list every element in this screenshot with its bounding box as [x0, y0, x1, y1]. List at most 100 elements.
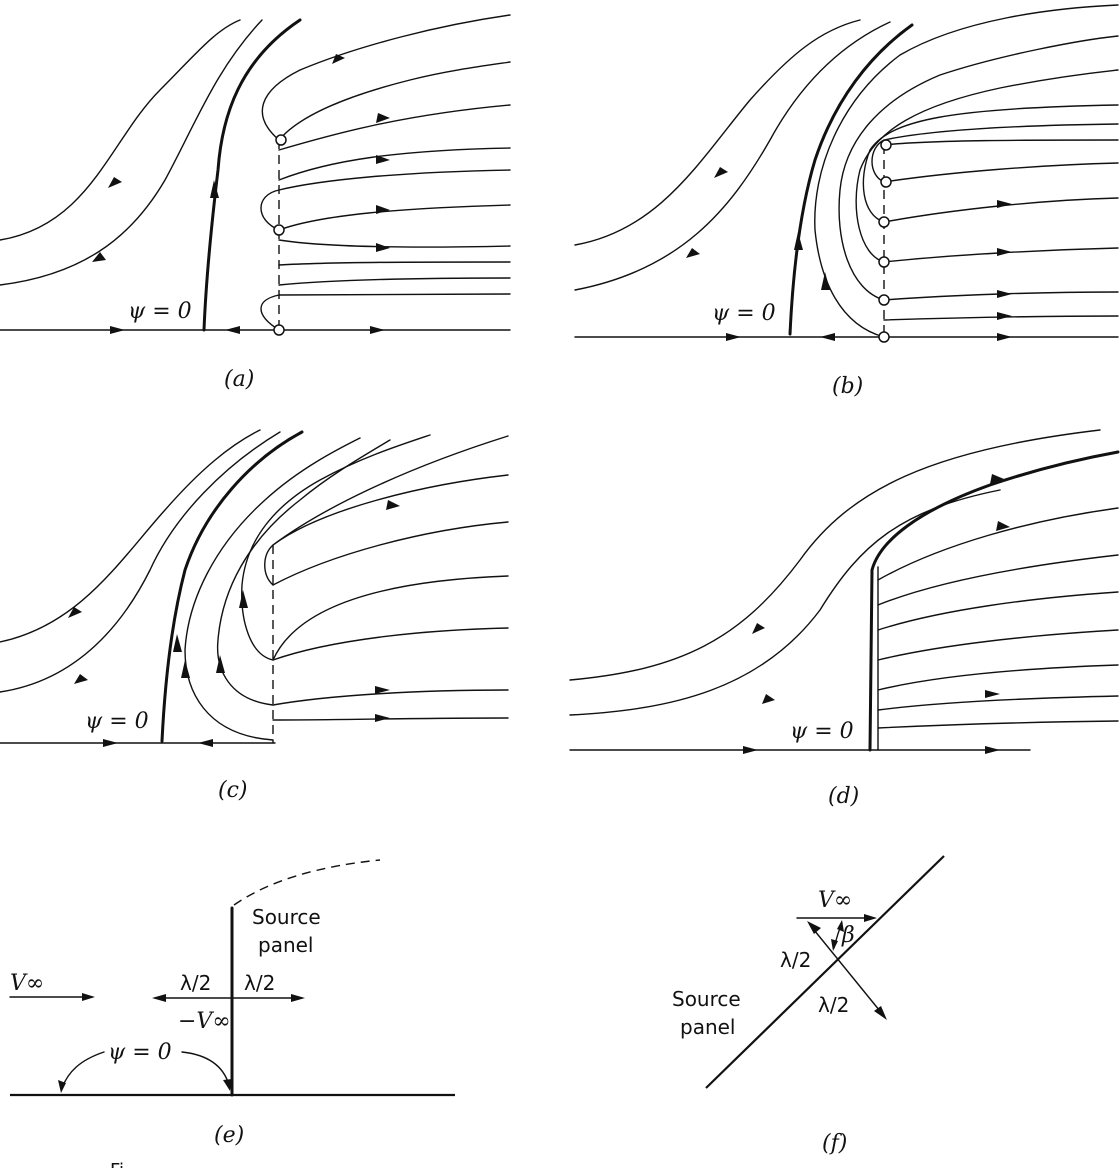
arrow-icon	[198, 739, 213, 747]
panel-c-label: (c)	[218, 778, 248, 803]
arrow-icon	[997, 290, 1012, 298]
panel-a-streamline	[278, 239, 511, 248]
panel-a-streamline	[260, 169, 511, 231]
arrow-icon	[375, 714, 390, 722]
panel-b-source-marker	[880, 139, 892, 151]
panel-a-streamline	[278, 104, 511, 151]
arrow-icon	[82, 993, 95, 1001]
panel-e-source-label-line2: panel	[258, 933, 314, 957]
panel-f-beta: β	[841, 923, 855, 948]
arrow-icon	[996, 521, 1010, 531]
panel-f: V∞ β λ/2 λ/2 Source panel (f)	[672, 855, 945, 1156]
panel-e: Source panel V∞ λ/2 λ/2 −V∞ ψ = 0 (e)	[9, 859, 455, 1148]
panel-d-streamline	[877, 507, 1119, 581]
arrow-icon	[370, 326, 385, 334]
arrow-icon	[210, 180, 219, 198]
panel-d: ψ = 0 (d)	[569, 429, 1120, 809]
panel-b-streamline	[855, 69, 1119, 263]
panel-d-label: (d)	[828, 784, 859, 809]
arrow-icon	[985, 746, 1000, 754]
arrow-icon	[58, 1080, 66, 1093]
panel-f-lambda-arrows	[809, 924, 885, 1017]
panel-b-source-marker	[878, 216, 890, 228]
arrow-icon	[874, 1006, 887, 1020]
caption-fragment: Fi	[110, 1160, 124, 1168]
arrow-icon	[831, 939, 838, 951]
panel-f-lambda-lower: λ/2	[818, 993, 849, 1017]
arrow-icon	[837, 920, 844, 932]
arrow-icon	[864, 914, 877, 922]
arrow-icon	[291, 994, 305, 1002]
arrow-icon	[821, 272, 830, 290]
panel-d-streamline	[877, 554, 1119, 606]
panel-d-dividing-streamline	[868, 450, 1120, 752]
panel-d-psi-label: ψ = 0	[790, 719, 854, 744]
panel-a-psi-label: ψ = 0	[128, 299, 192, 324]
arrow-icon	[376, 243, 390, 252]
panel-c-streamline	[272, 575, 509, 661]
panel-d-streamline	[569, 429, 1101, 681]
panel-f-source-label-line1: Source	[672, 987, 741, 1011]
panel-c-streamline	[272, 717, 509, 721]
panel-e-psi-curve-left	[61, 1051, 105, 1089]
panel-b-streamline	[838, 35, 1119, 301]
panel-b-streamline	[814, 4, 1119, 338]
arrow-icon	[985, 690, 1000, 698]
arrow-icon	[74, 674, 88, 684]
panel-b-source-marker	[878, 331, 890, 343]
panel-f-label: (f)	[822, 1131, 847, 1156]
arrow-icon	[332, 54, 345, 64]
panel-c-psi-label: ψ = 0	[85, 709, 149, 734]
panel-a-source-marker	[275, 134, 287, 146]
panel-a-streamline	[278, 61, 511, 141]
panel-a-streamline	[278, 147, 511, 181]
arrow-icon	[743, 746, 758, 754]
panel-b-source-marker	[880, 176, 892, 188]
panel-b-streamline	[883, 139, 1119, 146]
arrow-icon	[762, 694, 775, 704]
panel-a-streamline	[0, 19, 263, 286]
panel-b-streamline	[883, 315, 1119, 321]
panel-b-label: (b)	[832, 374, 863, 399]
panel-d-streamline	[877, 695, 1119, 711]
panel-b-streamline	[883, 162, 1119, 183]
panel-e-dashed-streamline	[233, 859, 381, 906]
panel-b-streamline	[871, 123, 1119, 183]
arrow-icon	[223, 1079, 232, 1091]
arrow-icon	[181, 660, 190, 678]
panel-a-streamline	[278, 204, 511, 231]
arrow-icon	[794, 232, 803, 250]
panel-b-streamline	[574, 19, 861, 246]
panel-b-source-marker	[878, 294, 890, 306]
arrow-icon	[686, 248, 700, 258]
panel-a-source-marker	[273, 324, 285, 336]
panel-b-streamline	[883, 247, 1119, 263]
panel-b-psi-label: ψ = 0	[712, 301, 776, 326]
panel-c-streamline	[272, 689, 509, 706]
arrow-icon	[386, 500, 400, 510]
arrow-icon	[225, 326, 240, 334]
panel-a-streamline	[261, 14, 511, 141]
panel-d-streamline	[877, 629, 1119, 661]
panel-a: ψ = 0 (a)	[0, 14, 511, 392]
arrow-icon	[997, 312, 1012, 320]
panel-c-streamline	[0, 431, 281, 693]
panel-e-lambda-right: λ/2	[244, 971, 275, 995]
arrow-icon	[997, 333, 1012, 341]
panel-b-streamline	[862, 104, 1119, 223]
panel-a-source-marker	[273, 224, 285, 236]
arrow-icon	[173, 634, 182, 652]
panel-c-streamline	[272, 474, 509, 546]
panel-c-streamline	[272, 627, 509, 661]
arrow-icon	[92, 252, 106, 262]
panel-f-source-panel	[705, 855, 945, 1089]
arrow-icon	[807, 921, 821, 934]
panel-a-streamline	[278, 261, 511, 266]
panel-d-streamline	[569, 489, 1001, 716]
arrow-icon	[726, 333, 741, 341]
arrow-icon	[714, 167, 728, 178]
panel-d-streamline	[877, 664, 1119, 691]
arrow-icon	[376, 113, 390, 123]
panel-d-streamline	[877, 720, 1119, 729]
